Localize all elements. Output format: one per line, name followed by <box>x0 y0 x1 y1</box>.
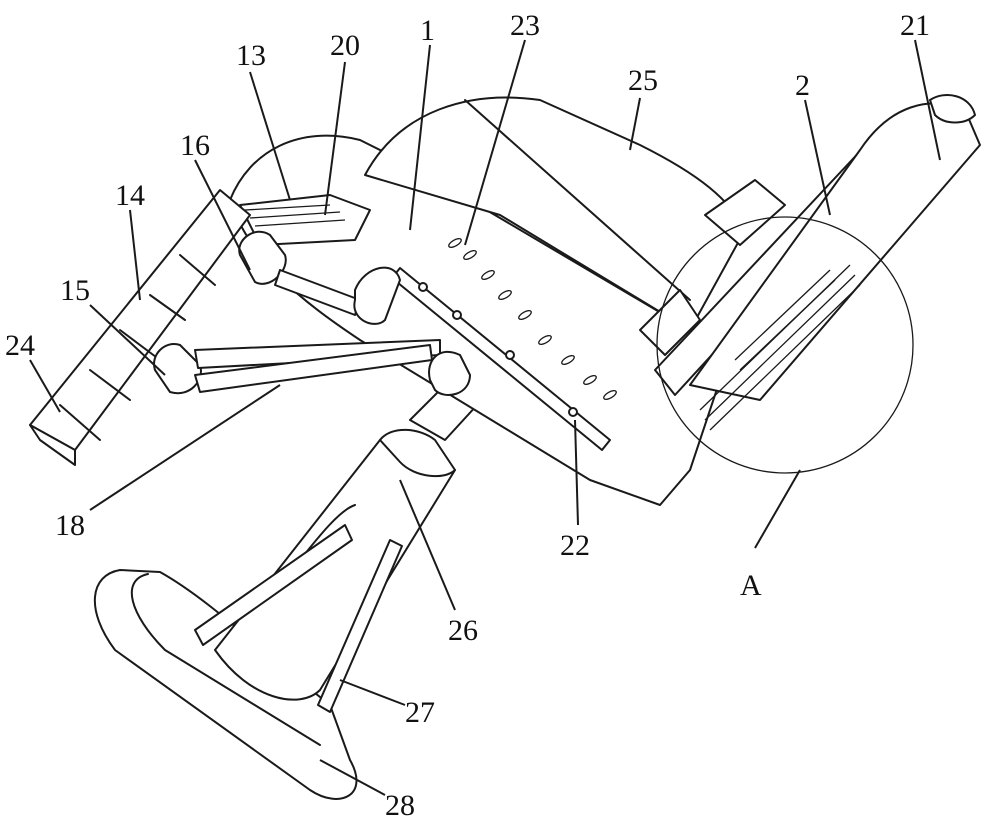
main-arm <box>229 96 746 506</box>
label-15: 15 <box>60 274 90 307</box>
label-2: 2 <box>795 69 810 102</box>
label-24: 24 <box>5 329 35 362</box>
label-1: 1 <box>420 14 435 47</box>
label-18: 18 <box>55 509 85 542</box>
base-plate <box>93 569 358 800</box>
label-21: 21 <box>900 9 930 42</box>
label-14: 14 <box>115 179 145 212</box>
label-28: 28 <box>385 789 415 822</box>
detail-circle-a <box>656 216 914 474</box>
label-22: 22 <box>560 529 590 562</box>
label-20: 20 <box>330 29 360 62</box>
pad-arm <box>29 189 251 466</box>
spring-array <box>418 237 617 417</box>
label-26: 26 <box>448 614 478 647</box>
label-16: 16 <box>180 129 210 162</box>
label-23: 23 <box>510 9 540 42</box>
label-a: A <box>740 569 762 602</box>
label-13: 13 <box>236 39 266 72</box>
support-column <box>194 359 501 713</box>
leader-lines <box>29 39 941 796</box>
reference-labels: 13 20 1 23 25 2 21 16 14 15 24 18 22 26 … <box>5 9 930 822</box>
label-25: 25 <box>628 64 658 97</box>
actuator-rods <box>153 230 471 396</box>
label-27: 27 <box>405 696 435 729</box>
